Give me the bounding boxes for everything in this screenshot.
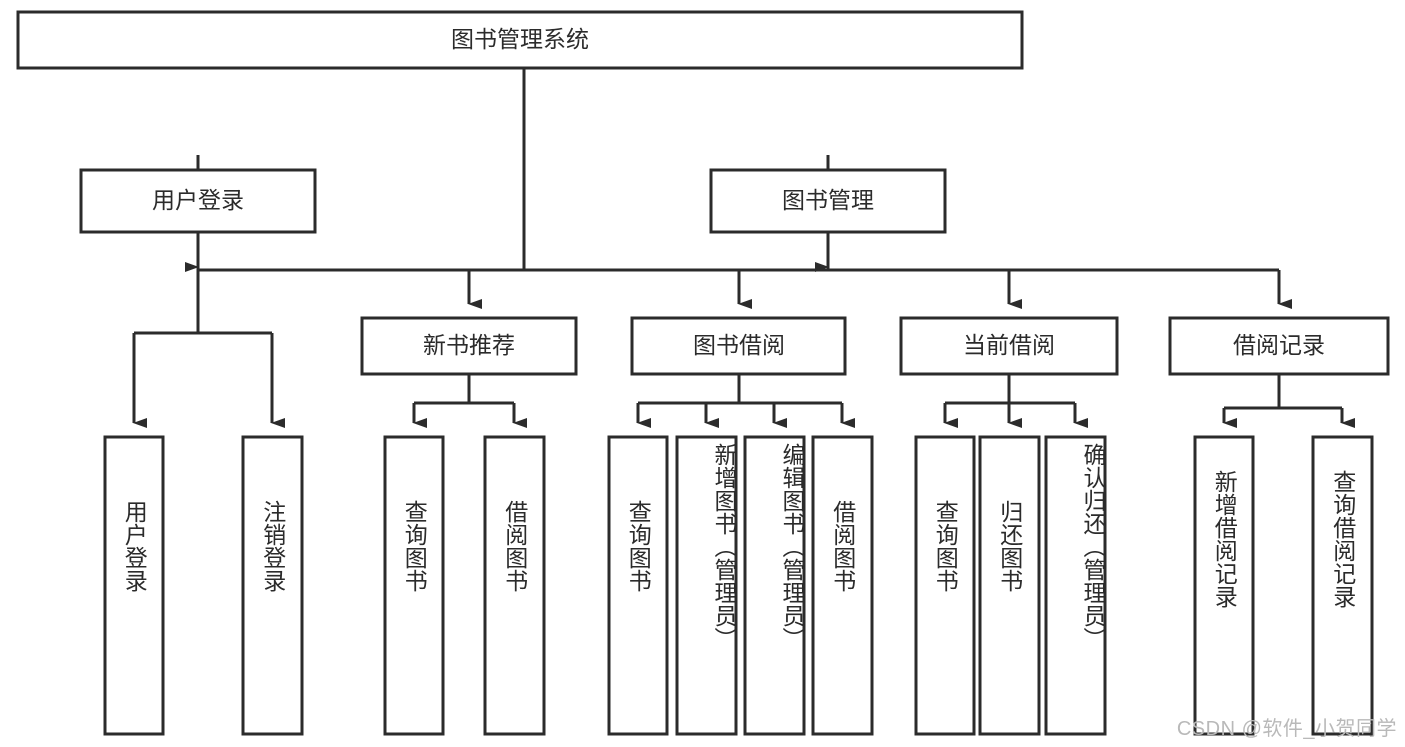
- node-box-leaf-confirm-return-admin[interactable]: [1044, 435, 1107, 736]
- node-label-root: 图书管理系统: [451, 26, 589, 52]
- node-boxes: [16, 10, 1390, 736]
- node-box-root[interactable]: [16, 10, 1024, 70]
- node-box-leaf-query-book-current[interactable]: [914, 435, 976, 736]
- node-box-borrow-record[interactable]: [1168, 316, 1390, 376]
- node-label-book-borrow: 图书借阅: [693, 332, 785, 358]
- edge-group-book-borrow: [636, 374, 855, 428]
- node-box-current-borrow[interactable]: [899, 316, 1119, 376]
- edge-group-new-book-recommend: [412, 374, 527, 428]
- node-box-leaf-query-book-borrow[interactable]: [607, 435, 669, 736]
- edge-group-book-manage: [467, 232, 1292, 309]
- node-box-book-borrow[interactable]: [630, 316, 847, 376]
- node-box-book-manage-group[interactable]: [709, 168, 947, 234]
- node-box-leaf-query-book-recommend[interactable]: [383, 435, 445, 736]
- node-box-user-login-group[interactable]: [79, 168, 317, 234]
- node-box-leaf-borrow-book[interactable]: [811, 435, 874, 736]
- node-box-leaf-return-book[interactable]: [978, 435, 1041, 736]
- node-box-leaf-add-borrow-record[interactable]: [1193, 435, 1255, 736]
- node-box-new-book-recommend[interactable]: [360, 316, 578, 376]
- node-box-leaf-add-book-admin[interactable]: [675, 435, 738, 736]
- node-box-leaf-edit-book-admin[interactable]: [743, 435, 806, 736]
- node-label-user-login-group: 用户登录: [152, 187, 244, 213]
- node-label-borrow-record: 借阅记录: [1233, 332, 1325, 358]
- node-box-leaf-borrow-book-recommend[interactable]: [483, 435, 546, 736]
- node-box-leaf-logout[interactable]: [241, 435, 304, 736]
- edge-group-current-borrow: [943, 374, 1088, 428]
- node-label-book-manage-group: 图书管理: [782, 187, 874, 213]
- node-labels-horizontal: 图书管理系统 用户登录 图书管理 新书推荐 图书借阅 当前借阅 借阅记录: [152, 26, 1325, 358]
- edge-group-user-login: [132, 232, 285, 428]
- node-label-new-book-recommend: 新书推荐: [423, 332, 515, 358]
- watermark-csdn: CSDN @软件_小贺同学: [1176, 718, 1397, 740]
- node-box-leaf-user-login[interactable]: [103, 435, 165, 736]
- edge-group-borrow-record: [1222, 374, 1355, 428]
- node-label-current-borrow: 当前借阅: [963, 332, 1055, 358]
- node-box-leaf-query-borrow-record[interactable]: [1311, 435, 1374, 736]
